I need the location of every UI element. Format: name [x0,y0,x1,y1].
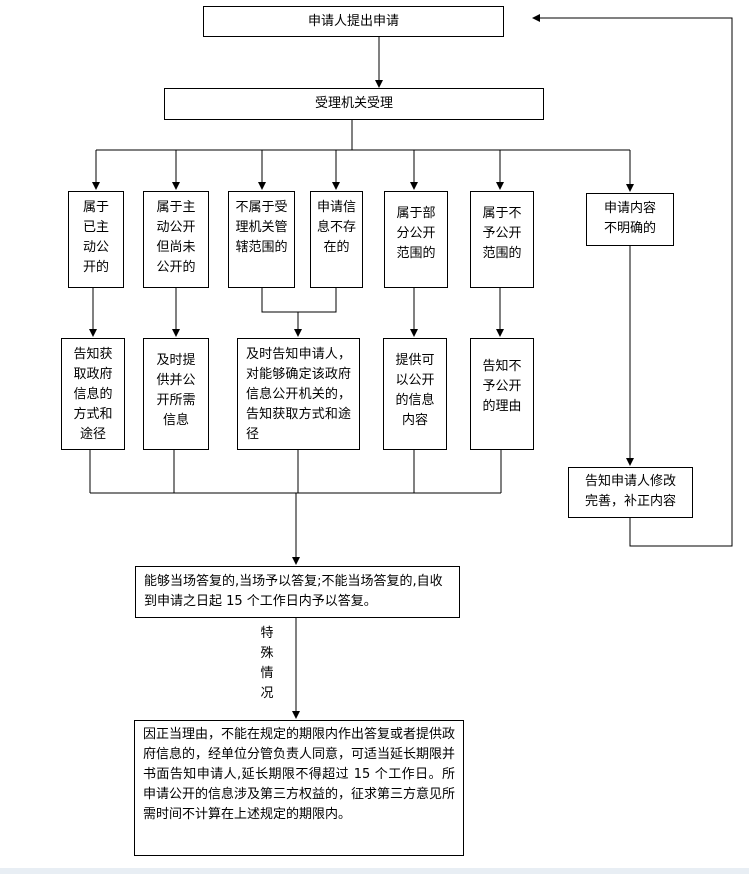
bottom-strip [0,868,749,874]
start-text: 申请人提出申请 [307,13,399,29]
action-provide-partial-box: 提供可以公开的信息内容 [383,338,447,450]
action-tell-reason-box: 告知不予公开的理由 [470,338,534,450]
category-not-in-scope-box: 不属于受理机关管辖范围的 [228,191,295,288]
category-not-exist-text: 申请信息不存在的 [317,200,357,255]
start-box: 申请人提出申请 [203,6,504,37]
action-tell-agency-box: 及时告知申请人，对能够确定该政府信息公开机关的，告知获取方式和途径 [237,338,360,450]
category-not-exist-box: 申请信息不存在的 [310,191,363,288]
action-tell-amend-text: 告知申请人修改完善，补正内容 [584,474,676,509]
action-provide-partial-text: 提供可以公开的信息内容 [395,353,435,428]
accept-text: 受理机关受理 [314,96,393,111]
reply-box: 能够当场答复的,当场予以答复;不能当场答复的,自收到申请之日起 15 个工作日内… [135,566,460,618]
action-tell-method-text: 告知获取政府信息的方式和途径 [73,347,113,442]
extension-box: 因正当理由，不能在规定的期限内作出答复或者提供政府信息的，经单位分管负责人同意，… [134,720,464,856]
category-published-text: 属于已主动公开的 [82,200,109,275]
category-unpublished-box: 属于主动公开但尚未公开的 [143,191,209,288]
action-provide-info-box: 及时提供并公开所需信息 [143,338,209,450]
action-tell-reason-text: 告知不予公开的理由 [482,359,522,414]
loop-amend-start [532,14,733,547]
category-unpublished-text: 属于主动公开但尚未公开的 [156,200,196,275]
action-tell-agency-text: 及时告知申请人，对能够确定该政府信息公开机关的，告知获取方式和途径 [246,347,351,442]
category-partial-text: 属于部分公开范围的 [396,206,436,261]
category-unclear-box: 申请内容不明确的 [586,193,674,246]
extension-text: 因正当理由，不能在规定的期限内作出答复或者提供政府信息的，经单位分管负责人同意，… [143,727,456,822]
category-published-box: 属于已主动公开的 [68,191,124,288]
special-case-label: 特殊情况 [260,626,274,701]
category-not-public-box: 属于不予公开范围的 [470,191,534,288]
category-unclear-text: 申请内容不明确的 [603,201,656,236]
action-provide-info-text: 及时提供并公开所需信息 [156,353,196,428]
category-not-public-text: 属于不予公开范围的 [482,206,522,261]
reply-text: 能够当场答复的,当场予以答复;不能当场答复的,自收到申请之日起 15 个工作日内… [144,574,443,609]
category-not-in-scope-text: 不属于受理机关管辖范围的 [235,200,288,255]
action-tell-amend-box: 告知申请人修改完善，补正内容 [568,467,693,518]
action-tell-method-box: 告知获取政府信息的方式和途径 [61,338,125,450]
merge-scope-exist [261,288,337,313]
accept-box: 受理机关受理 [164,88,544,120]
category-partial-box: 属于部分公开范围的 [384,191,448,288]
